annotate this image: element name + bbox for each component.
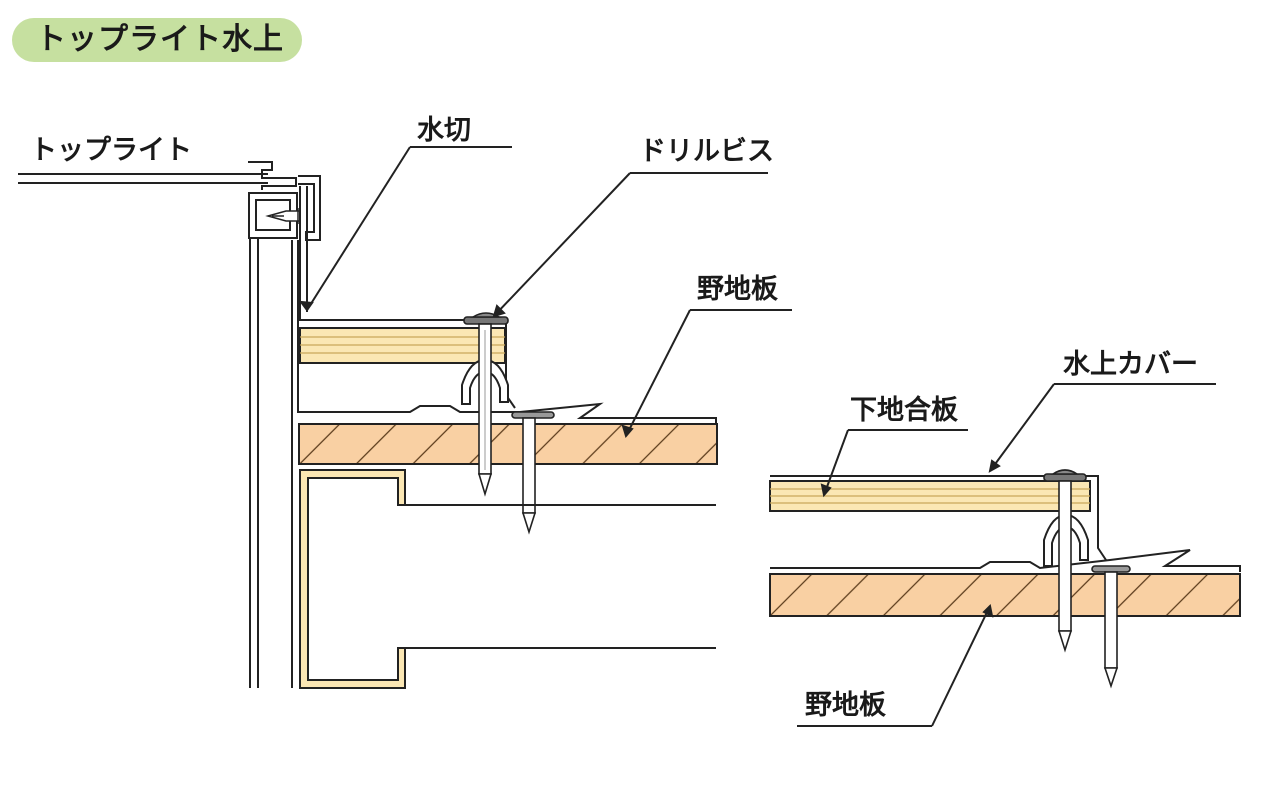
drill-screw-right-1 — [1043, 469, 1087, 653]
clip-left — [461, 358, 509, 405]
label-nojiita-left: 野地板 — [697, 274, 778, 305]
label-mizukiri: 水切 — [417, 115, 471, 146]
title-badge — [12, 18, 302, 62]
drill-screw-left-1 — [463, 312, 509, 497]
c-channel — [299, 469, 716, 689]
label-drill-screw: ドリルビス — [639, 136, 774, 167]
label-toplight: トップライト — [30, 135, 192, 166]
upstand-wall — [249, 238, 293, 688]
roof-board-right — [769, 573, 1241, 617]
mizukami-cover — [770, 475, 1241, 572]
leaders-left — [298, 146, 792, 439]
label-shitaji-gouban: 下地合板 — [850, 395, 958, 426]
toplight-sheet — [18, 173, 268, 184]
roof-board-left — [298, 423, 718, 465]
plywood-left — [299, 327, 506, 364]
drill-screw-right-2 — [1091, 565, 1131, 689]
page-title: トップライト水上 — [36, 22, 284, 57]
label-mizukami-cover: 水上カバー — [1063, 349, 1198, 380]
label-nojiita-right: 野地板 — [805, 690, 886, 721]
drill-screw-left-2 — [511, 411, 555, 535]
plywood-right — [769, 480, 1091, 512]
leaders-right — [797, 383, 1216, 727]
